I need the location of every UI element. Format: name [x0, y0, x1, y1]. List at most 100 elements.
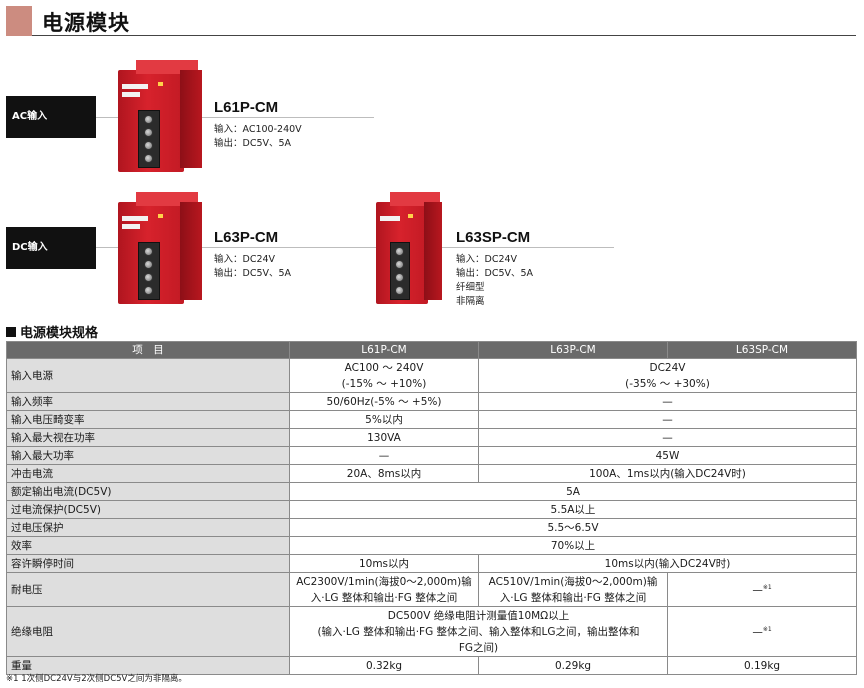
cell-value: —	[478, 392, 857, 411]
row-label: 输入最大视在功率	[6, 428, 290, 447]
cell-text: —	[752, 626, 763, 639]
row-label: 容许瞬停时间	[6, 554, 290, 573]
table-row: 输入最大视在功率 130VA —	[6, 428, 857, 447]
footnote-ref: ※1	[762, 584, 772, 592]
spec-heading-text: 电源模块规格	[20, 326, 99, 341]
cell-line: 入·LG 整体和输出·FG 整体之间	[499, 591, 647, 604]
module-image-l63p	[118, 192, 204, 304]
category-dc-divider	[96, 247, 614, 248]
module-specs-l63sp: 输入：DC24V 输出：DC5V、5A 纤细型 非隔离	[456, 253, 533, 309]
cell-line: AC2300V/1min(海拔0～2,000m)输	[296, 575, 472, 588]
cell-line: (-15% ～ +10%)	[341, 377, 427, 390]
cell-value: 5.5A以上	[289, 500, 857, 519]
cell-value: —	[478, 410, 857, 429]
row-label: 输入频率	[6, 392, 290, 411]
footnote-ref: ※1	[762, 626, 772, 634]
cell-value: 5A	[289, 482, 857, 501]
table-row: 过电压保护 5.5～6.5V	[6, 518, 857, 537]
module-spec-line: 输入：DC24V	[214, 254, 276, 265]
table-row: 绝缘电阻 DC500V 绝缘电阻计测量值10MΩ以上 (输入·LG 整体和输出·…	[6, 606, 857, 657]
cell-value: —	[289, 446, 479, 465]
cell-line: AC100 ～ 240V	[344, 361, 424, 374]
table-header-row: 项 目 L61P-CM L63P-CM L63SP-CM	[6, 341, 857, 359]
cell-value: 20A、8ms以内	[289, 464, 479, 483]
module-spec-line: 纤细型	[456, 282, 485, 293]
cell-value: 0.29kg	[478, 656, 668, 675]
cell-value: 10ms以内	[289, 554, 479, 573]
module-name-l61p: L61P-CM	[214, 99, 279, 116]
module-specs-l63p: 输入：DC24V 输出：DC5V、5A	[214, 253, 291, 281]
row-label: 输入最大功率	[6, 446, 290, 465]
cell-line: FG之间)	[458, 641, 499, 654]
cell-text: —	[752, 584, 763, 597]
row-label: 冲击电流	[6, 464, 290, 483]
table-row: 容许瞬停时间 10ms以内 10ms以内(输入DC24V时)	[6, 554, 857, 573]
cell-value: 50/60Hz(-5% ～ +5%)	[289, 392, 479, 411]
category-ac-input: AC输入	[6, 96, 96, 138]
row-label: 过电压保护	[6, 518, 290, 537]
module-spec-line: 输出：DC5V、5A	[456, 268, 534, 279]
cell-line: (-35% ～ +30%)	[625, 377, 710, 390]
row-label: 绝缘电阻	[6, 606, 290, 657]
category-dc-input: DC输入	[6, 227, 96, 269]
header-l63sp: L63SP-CM	[667, 341, 857, 359]
page-title: 电源模块	[42, 11, 130, 35]
cell-value: 0.19kg	[667, 656, 857, 675]
category-ac-divider	[96, 117, 374, 118]
module-spec-line: 非隔离	[456, 296, 485, 307]
table-row: 额定输出电流(DC5V) 5A	[6, 482, 857, 501]
spec-section-heading: 电源模块规格	[6, 322, 98, 341]
header-item: 项 目	[6, 341, 290, 359]
cell-value: —※1	[667, 606, 857, 657]
module-spec-line: 输入：DC24V	[456, 254, 518, 265]
row-label: 输入电压畸变率	[6, 410, 290, 429]
module-specs-l61p: 输入：AC100-240V 输出：DC5V、5A	[214, 123, 302, 151]
module-image-l61p	[118, 60, 204, 172]
module-spec-line: 输出：DC5V、5A	[214, 268, 292, 279]
table-row: 过电流保护(DC5V) 5.5A以上	[6, 500, 857, 519]
table-row: 输入电压畸变率 5%以内 —	[6, 410, 857, 429]
row-label: 额定输出电流(DC5V)	[6, 482, 290, 501]
cell-value: 130VA	[289, 428, 479, 447]
title-bar: 电源模块	[6, 6, 856, 36]
cell-value: 5.5～6.5V	[289, 518, 857, 537]
cell-line: (输入·LG 整体和输出·FG 整体之间、输入整体和LG之间，输出整体和	[317, 625, 640, 638]
cell-line: DC500V 绝缘电阻计测量值10MΩ以上	[387, 609, 570, 622]
cell-value: —※1	[667, 572, 857, 607]
cell-line: 入·LG 整体和输出·FG 整体之间	[310, 591, 458, 604]
table-row: 输入最大功率 — 45W	[6, 446, 857, 465]
cell-value: 5%以内	[289, 410, 479, 429]
title-accent-block	[6, 6, 32, 36]
table-row: 重量 0.32kg 0.29kg 0.19kg	[6, 656, 857, 675]
header-l63p: L63P-CM	[478, 341, 668, 359]
cell-value: 70%以上	[289, 536, 857, 555]
cell-value: DC24V (-35% ～ +30%)	[478, 358, 857, 393]
row-label: 过电流保护(DC5V)	[6, 500, 290, 519]
cell-value: —	[478, 428, 857, 447]
row-label: 耐电压	[6, 572, 290, 607]
square-bullet-icon	[6, 327, 16, 337]
module-name-l63sp: L63SP-CM	[456, 229, 531, 246]
cell-value: DC500V 绝缘电阻计测量值10MΩ以上 (输入·LG 整体和输出·FG 整体…	[289, 606, 668, 657]
row-label: 效率	[6, 536, 290, 555]
footnote: ※1 1次侧DC24V与2次侧DC5V之间为非隔离。	[6, 674, 187, 684]
spec-table: 项 目 L61P-CM L63P-CM L63SP-CM 输入电源 AC100 …	[6, 341, 857, 675]
table-row: 效率 70%以上	[6, 536, 857, 555]
cell-value: 45W	[478, 446, 857, 465]
cell-value: 0.32kg	[289, 656, 479, 675]
table-row: 输入电源 AC100 ～ 240V (-15% ～ +10%) DC24V (-…	[6, 358, 857, 393]
module-spec-line: 输入：AC100-240V	[214, 124, 302, 135]
cell-line: AC510V/1min(海拔0～2,000m)输	[488, 575, 658, 588]
module-image-l63sp	[376, 192, 446, 304]
table-row: 耐电压 AC2300V/1min(海拔0～2,000m)输 入·LG 整体和输出…	[6, 572, 857, 607]
cell-line: DC24V	[649, 361, 686, 374]
cell-value: AC510V/1min(海拔0～2,000m)输 入·LG 整体和输出·FG 整…	[478, 572, 668, 607]
cell-value: AC2300V/1min(海拔0～2,000m)输 入·LG 整体和输出·FG …	[289, 572, 479, 607]
module-name-l63p: L63P-CM	[214, 229, 279, 246]
module-spec-line: 输出：DC5V、5A	[214, 138, 292, 149]
table-row: 冲击电流 20A、8ms以内 100A、1ms以内(输入DC24V时)	[6, 464, 857, 483]
row-label: 输入电源	[6, 358, 290, 393]
cell-value: 100A、1ms以内(输入DC24V时)	[478, 464, 857, 483]
cell-value: 10ms以内(输入DC24V时)	[478, 554, 857, 573]
header-l61p: L61P-CM	[289, 341, 479, 359]
